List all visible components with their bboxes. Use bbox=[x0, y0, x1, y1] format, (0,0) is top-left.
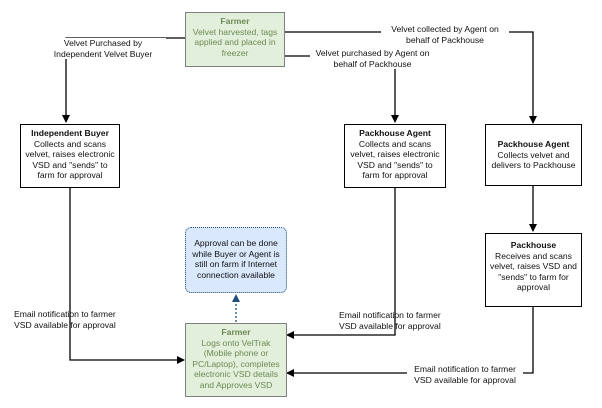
node-title: Farmer bbox=[220, 16, 250, 26]
node-body: Collects velvet and delivers to Packhous… bbox=[491, 149, 576, 171]
edge-label-agent-mid-purchase: Velvet purchased by Agent on behalf of P… bbox=[310, 48, 435, 70]
edge-label-independent-purchase: Velvet Purchased by Independent Velvet B… bbox=[40, 38, 166, 60]
node-body: Collects and scans velvet, raises electr… bbox=[350, 138, 440, 181]
node-title: Packhouse bbox=[510, 240, 557, 250]
edge-independent-to-farmer-bottom bbox=[69, 188, 185, 364]
farmer-top-node: Farmer Velvet harvested, tags applied an… bbox=[185, 12, 285, 67]
edge-agent-mid-to-farmer-bottom bbox=[286, 188, 396, 339]
node-body: Collects and scans velvet, raises electr… bbox=[25, 138, 115, 181]
node-body: Receives and scans velvet, raises VSD an… bbox=[490, 250, 577, 293]
node-body: Logs onto VelTrak (Mobile phone or PC/La… bbox=[192, 337, 280, 390]
packhouse-agent-right-node: Packhouse Agent Collects velvet and deli… bbox=[485, 124, 582, 186]
node-body: Velvet harvested, tags applied and place… bbox=[192, 26, 278, 58]
farmer-bottom-node: Farmer Logs onto VelTrak (Mobile phone o… bbox=[185, 323, 287, 397]
email-label-mid: Email notification to farmer VSD availab… bbox=[339, 310, 441, 331]
packhouse-node: Packhouse Receives and scans velvet, rai… bbox=[485, 233, 582, 307]
edge-farmer-to-packhouse-agent-right bbox=[285, 31, 537, 124]
independent-buyer-node: Independent Buyer Collects and scans vel… bbox=[20, 124, 120, 188]
email-label-left: Email notification to farmer VSD availab… bbox=[14, 309, 116, 330]
node-title: Packhouse Agent bbox=[497, 139, 570, 149]
edge-packhouse-to-farmer-bottom bbox=[286, 307, 534, 377]
approval-note: Approval can be done while Buyer or Agen… bbox=[185, 227, 287, 293]
node-title: Farmer bbox=[221, 327, 251, 337]
email-label-right: Email notification to farmer VSD availab… bbox=[407, 364, 523, 386]
note-body: Approval can be done while Buyer or Agen… bbox=[192, 238, 280, 280]
edge-label-agent-right-collect: Velvet collected by Agent on behalf of P… bbox=[381, 24, 509, 46]
node-title: Packhouse Agent bbox=[359, 128, 431, 138]
packhouse-agent-mid-node: Packhouse Agent Collects and scans velve… bbox=[344, 124, 446, 188]
node-title: Independent Buyer bbox=[31, 128, 109, 138]
